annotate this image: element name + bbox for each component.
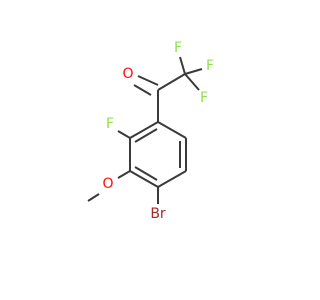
bond-ring-6-1: [129, 121, 159, 139]
atom-o-carbonyl: O: [122, 66, 133, 82]
structure-diagram: O F F F F O Br: [87, 40, 214, 222]
bond-carbonyl-double-a: [133, 84, 152, 96]
bonds: [87, 56, 203, 204]
bond-ring-3-4: [157, 170, 187, 188]
atom-f-ring: F: [106, 116, 114, 132]
bond-carbonyl-double-b: [137, 75, 159, 86]
bond-ring-6-1-inner: [134, 128, 158, 143]
bond-ring-4-5-inner: [134, 166, 158, 181]
bond-ring-4-5: [129, 170, 159, 188]
bond-carbonyl-cf3: [157, 73, 186, 91]
atom-o-methoxy: O: [102, 176, 113, 192]
atom-f-cf3-top: F: [174, 40, 182, 56]
bond-cf3-f-top: [179, 56, 186, 75]
bond-ring-o: [117, 170, 131, 179]
molecule-canvas: O F F F F O Br: [87, 40, 215, 222]
atom-br: Br: [150, 206, 166, 222]
bond-ring-f: [117, 130, 131, 139]
bond-ring-1-2: [157, 121, 187, 139]
atom-f-cf3-right: F: [206, 58, 214, 74]
bond-cf3-f-bottom: [184, 73, 200, 91]
bond-cf3-f-right: [184, 68, 203, 75]
bond-o-methyl: [87, 193, 100, 202]
atom-labels: O F F F F O Br: [102, 40, 214, 222]
atom-f-cf3-bottom: F: [200, 90, 208, 106]
